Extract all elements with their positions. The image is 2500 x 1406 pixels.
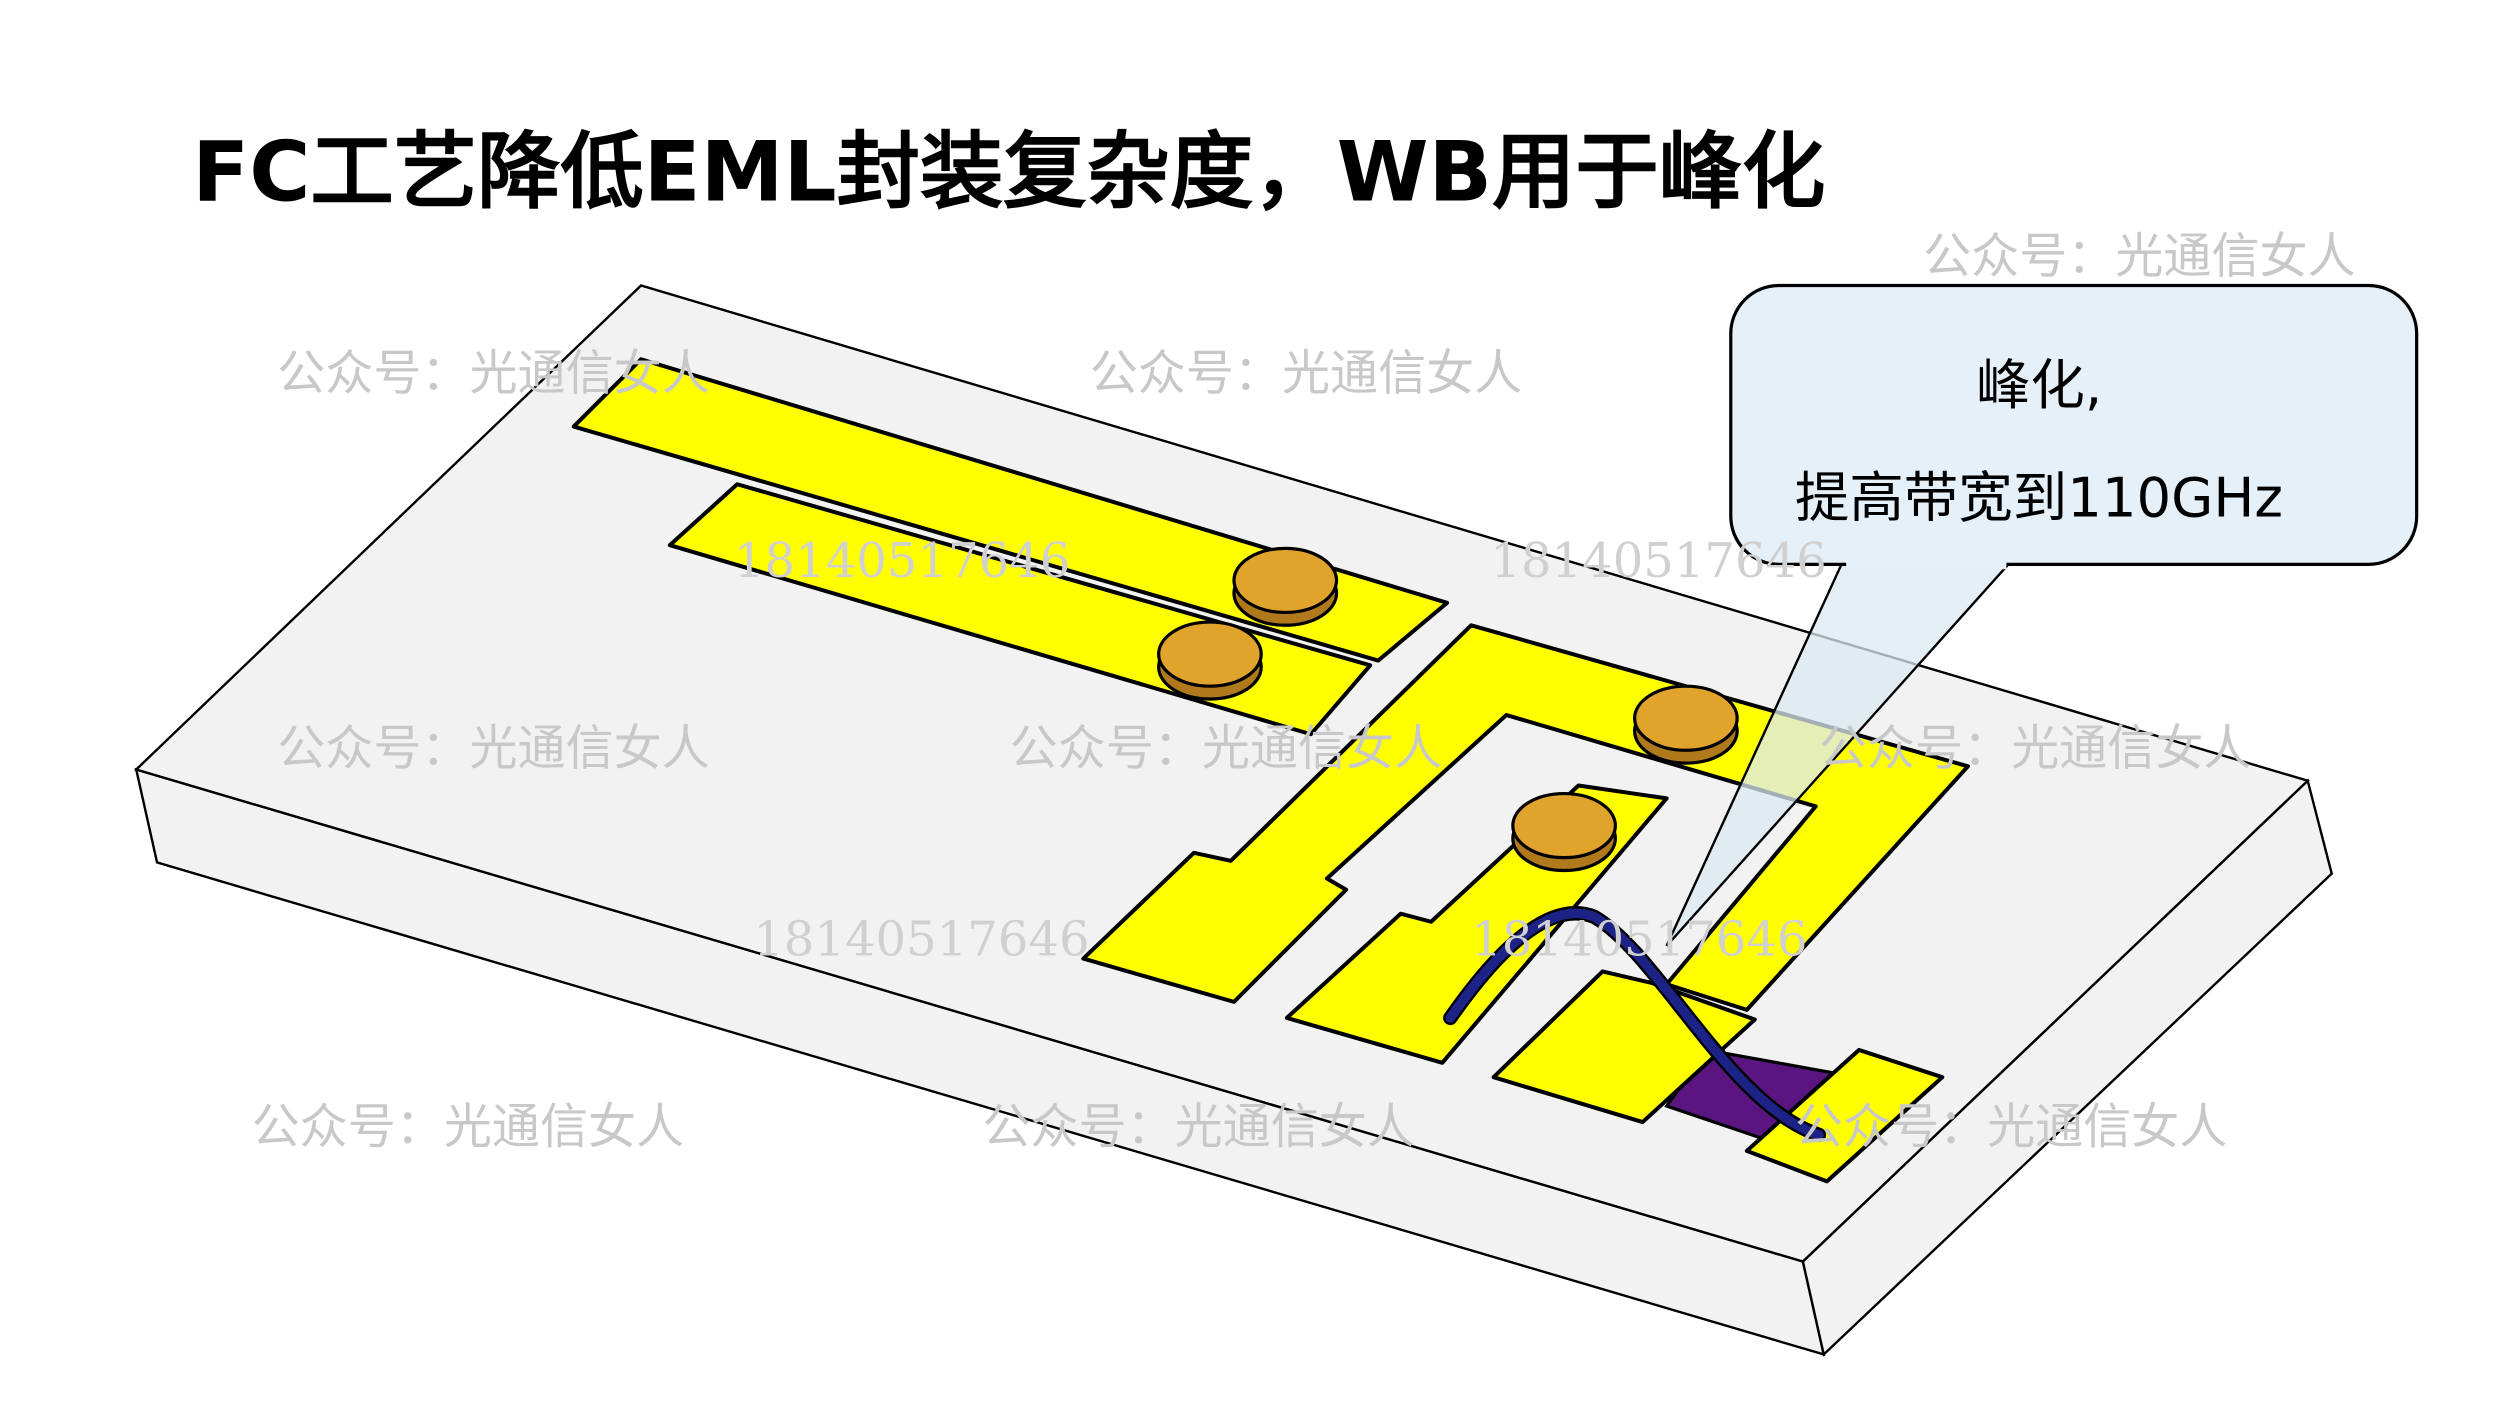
solder-bump: [1633, 684, 1739, 765]
watermark-account: 公众号：光通信女人: [252, 1099, 685, 1155]
watermark-account: 公众号：光通信女人: [1795, 1099, 2228, 1155]
solder-bump: [1232, 546, 1339, 627]
callout-line-2: 提高带宽到110GHz: [1795, 465, 2283, 529]
watermark-account: 公众号：光通信女人: [277, 346, 710, 402]
pad-chip-right: [1744, 1047, 1945, 1184]
watermark-account: 公众号：光通信女人: [1010, 721, 1443, 777]
watermarks: 公众号：光通信女人 公众号：光通信女人 公众号：光通信女人 公众号：光通信女人 …: [252, 229, 2356, 1155]
watermark-account: 公众号：光通信女人: [1819, 721, 2252, 777]
watermark-account: 公众号：光通信女人: [277, 721, 710, 777]
callout-bubble: 峰化, 提高带宽到110GHz: [1665, 283, 2419, 947]
watermark-account: 公众号：光通信女人: [1923, 229, 2356, 285]
bond-wire: [1443, 906, 1827, 1143]
callout-line-1: 峰化,: [1976, 353, 2102, 417]
watermark-account: 公众号：光通信女人: [1090, 346, 1523, 402]
trace-top-1: [571, 357, 1450, 663]
page-title: FC工艺降低EML封装复杂度，WB用于峰化: [192, 124, 1825, 221]
solder-bumps: [1157, 546, 1739, 873]
substrate: [133, 284, 2334, 1357]
watermark-phone: 18140517646: [1471, 911, 1807, 967]
watermark-account: 公众号：光通信女人: [982, 1099, 1415, 1155]
solder-bump: [1511, 791, 1617, 873]
watermark-phone: 18140517646: [753, 911, 1089, 967]
watermark-phone: 18140517646: [1490, 533, 1826, 589]
solder-bump: [1157, 620, 1263, 701]
watermark-phone: 18140517646: [734, 533, 1070, 589]
